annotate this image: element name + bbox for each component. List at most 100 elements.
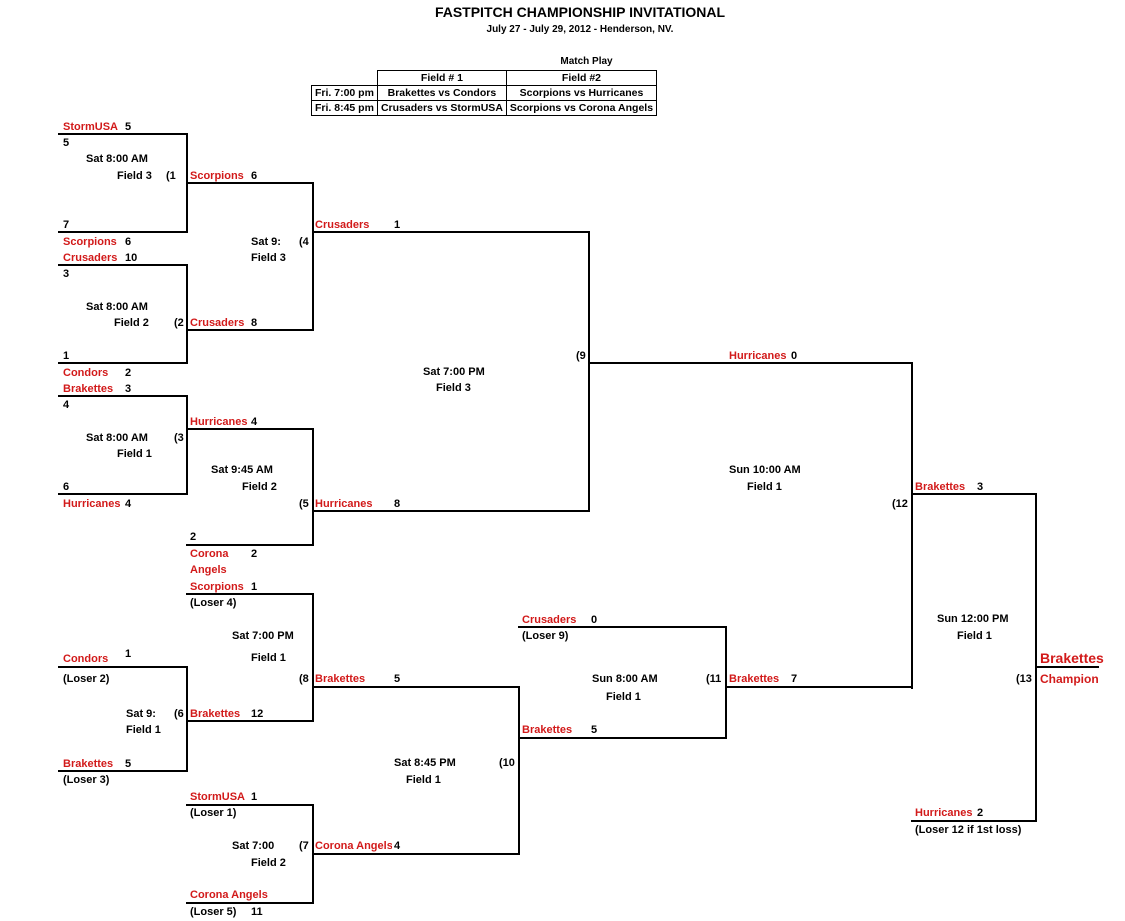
bracket-line	[186, 720, 314, 722]
game-number: (13	[1016, 673, 1032, 685]
bracket-line	[186, 902, 314, 904]
team-score: 2	[125, 367, 132, 379]
bracket-line	[911, 493, 1037, 495]
team-name: Scorpions	[190, 581, 244, 593]
team-score: 7	[791, 673, 798, 685]
loser-note: (Loser 12 if 1st loss)	[915, 824, 1022, 836]
team-score: 6	[251, 170, 258, 182]
seed-number: 5	[63, 137, 70, 149]
game-field: Field 2	[251, 857, 286, 869]
column-header: Field # 1	[376, 70, 507, 86]
game-number: (6	[174, 708, 184, 720]
game-field: Field 1	[406, 774, 441, 786]
bracket-line	[58, 231, 188, 233]
team-name: Condors	[63, 367, 109, 379]
game-number: (4	[299, 236, 309, 248]
team-name: Brakettes	[315, 673, 366, 685]
team-score: 1	[251, 581, 258, 593]
bracket-line	[58, 133, 188, 135]
team-score: 8	[394, 498, 401, 510]
bracket-line	[312, 686, 520, 688]
bracket-line	[518, 626, 727, 628]
game-field: Field 1	[747, 481, 782, 493]
game-number: (12	[892, 498, 908, 510]
team-name: Angels	[190, 564, 227, 576]
game-field: Field 1	[126, 724, 161, 736]
game-number: (1	[166, 170, 176, 182]
bracket-line	[518, 737, 727, 739]
game-number: (5	[299, 498, 309, 510]
bracket-line	[58, 770, 188, 772]
bracket-line	[312, 182, 314, 331]
team-score: 1	[251, 791, 258, 803]
table-row: Fri. 8:45 pm Crusaders vs StormUSA Scorp…	[311, 100, 658, 116]
game-time: Sun 12:00 PM	[937, 613, 1009, 625]
team-name: Brakettes	[63, 758, 114, 770]
game-number: (9	[576, 350, 586, 362]
page-subtitle: July 27 - July 29, 2012 - Henderson, NV.	[486, 24, 674, 35]
team-name: Crusaders	[63, 252, 118, 264]
team-name: Crusaders	[315, 219, 370, 231]
champion-name: Brakettes	[1040, 650, 1104, 666]
bracket-line	[186, 804, 314, 806]
game-field: Field 1	[957, 630, 992, 642]
bracket-line	[186, 329, 314, 331]
table-cell: Crusaders vs StormUSA	[376, 100, 507, 116]
game-number: (2	[174, 317, 184, 329]
bracket-line	[58, 493, 188, 495]
game-field: Field 1	[117, 448, 152, 460]
game-field: Field 1	[251, 652, 286, 664]
team-name: StormUSA	[63, 121, 119, 133]
bracket-line	[1035, 666, 1099, 668]
team-score: 1	[394, 219, 401, 231]
table-cell: Fri. 7:00 pm	[311, 85, 378, 101]
team-score: 0	[791, 350, 798, 362]
game-field: Field 3	[117, 170, 152, 182]
table-cell: Fri. 8:45 pm	[311, 100, 378, 116]
table-cell: Scorpions vs Corona Angels	[505, 100, 658, 116]
game-time: Sat 8:00 AM	[86, 301, 148, 313]
game-time: Sat 9:45 AM	[211, 464, 273, 476]
team-name: Hurricanes	[315, 498, 373, 510]
bracket-line	[186, 264, 188, 364]
team-name: Crusaders	[522, 614, 577, 626]
game-number: (7	[299, 840, 309, 852]
team-score: 10	[125, 252, 138, 264]
team-score: 4	[251, 416, 258, 428]
page-title: FASTPITCH CHAMPIONSHIP INVITATIONAL	[434, 4, 726, 20]
team-score: 1	[125, 648, 132, 660]
bracket-line	[186, 593, 314, 595]
game-time: Sun 10:00 AM	[729, 464, 801, 476]
loser-note: (Loser 5)	[190, 906, 237, 918]
column-header: Field #2	[505, 70, 658, 86]
game-time: Sat 7:00 PM	[232, 630, 294, 642]
team-score: 2	[251, 548, 258, 560]
bracket-line	[911, 362, 913, 689]
game-field: Field 3	[436, 382, 471, 394]
bracket-line	[186, 428, 314, 430]
team-name: Corona	[190, 548, 229, 560]
bracket-line	[518, 686, 520, 855]
team-score: 5	[591, 724, 598, 736]
game-time: Sun 8:00 AM	[592, 673, 658, 685]
team-score: 4	[394, 840, 401, 852]
team-score: 6	[125, 236, 132, 248]
seed-number: 7	[63, 219, 70, 231]
team-score: 11	[251, 906, 263, 918]
bracket-line	[725, 686, 913, 688]
team-score: 5	[125, 758, 132, 770]
bracket-line	[588, 362, 913, 364]
team-name: Scorpions	[190, 170, 244, 182]
game-number: (11	[706, 673, 722, 685]
bracket-line	[58, 395, 188, 397]
seed-number: 4	[63, 399, 70, 411]
team-name: Brakettes	[729, 673, 780, 685]
bracket-line	[186, 544, 314, 546]
team-name: Crusaders	[190, 317, 245, 329]
bracket-line	[312, 231, 590, 233]
team-name: Brakettes	[190, 708, 241, 720]
bracket-line	[312, 853, 520, 855]
game-time: Sat 9:	[251, 236, 281, 248]
bracket-line	[725, 626, 727, 739]
team-score: 0	[591, 614, 598, 626]
